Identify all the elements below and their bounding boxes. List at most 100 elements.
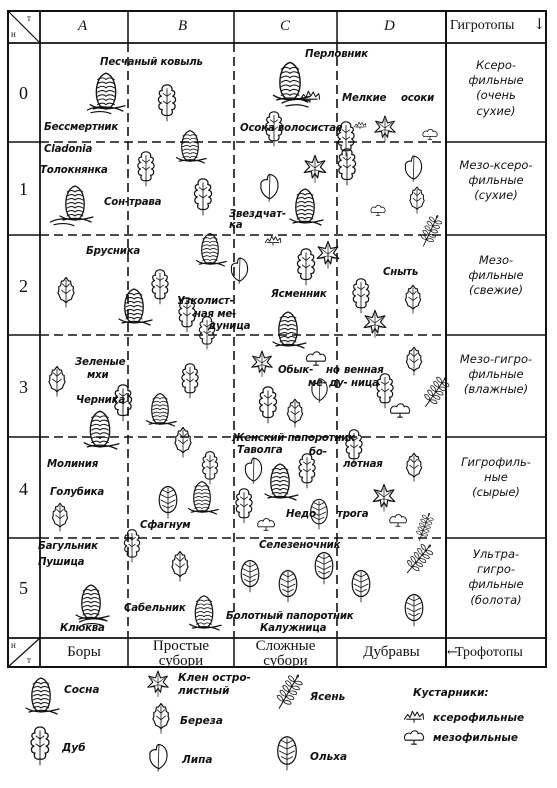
species-label: Обык- — [278, 365, 314, 376]
species-label: ду- — [329, 378, 348, 389]
legend-label-oak: Дуб — [62, 742, 86, 754]
pine-symbol — [175, 130, 207, 164]
hygrotope-2: Мезо- фильные (свежие) — [468, 253, 524, 298]
oak-symbol — [345, 429, 363, 465]
ash-symbol — [420, 215, 443, 247]
oak-symbol — [178, 297, 196, 333]
oak-symbol — [123, 529, 141, 563]
oak-symbol — [296, 248, 316, 286]
legend-label-linden: Липа — [182, 754, 213, 766]
species-label: Cladonia — [44, 144, 93, 155]
corner-header-n: н — [11, 29, 16, 39]
alder-symbol — [158, 485, 178, 519]
species-label: Зеленые — [75, 357, 126, 368]
ash-symbol — [424, 376, 450, 408]
pine-symbol — [83, 410, 120, 450]
ash-symbol — [416, 513, 434, 541]
oak-symbol — [157, 84, 177, 122]
trophotope-a: Боры — [67, 644, 101, 660]
oak-symbol — [30, 726, 50, 766]
alder-symbol — [240, 559, 260, 593]
maple-symbol — [363, 309, 387, 338]
linden-symbol — [149, 743, 168, 772]
oak-symbol — [298, 453, 316, 489]
alder-symbol — [404, 593, 424, 627]
oak-symbol — [193, 178, 213, 216]
species-label: венная — [344, 365, 384, 376]
column-header-d: D — [384, 18, 395, 34]
maple-symbol — [303, 154, 327, 183]
grass-symbol — [86, 106, 114, 115]
species-label: бо- — [309, 447, 327, 458]
birch-symbol — [404, 284, 422, 314]
pine-symbol — [195, 233, 227, 267]
species-label: Брусника — [86, 246, 141, 257]
pine-symbol — [75, 584, 110, 622]
xero-shrub-symbol — [264, 235, 282, 246]
hygrotope-column-title: Гигротопы — [450, 18, 515, 33]
legend-label-shrubs: Кустарники: — [413, 687, 489, 699]
maple-symbol — [372, 483, 396, 512]
birch-symbol — [405, 346, 423, 376]
species-label: Болотный папоротник — [226, 611, 354, 622]
row-number-2: 2 — [19, 276, 28, 296]
species-label: Ясменник — [271, 289, 327, 300]
alder-symbol — [310, 498, 328, 530]
linden-symbol — [260, 173, 279, 202]
species-label: Песчаный ковыль — [100, 57, 203, 68]
column-header-c: C — [280, 18, 291, 34]
grass-symbol — [49, 218, 77, 227]
linden-symbol — [230, 257, 249, 284]
oak-symbol — [235, 488, 253, 524]
birch-symbol — [409, 186, 425, 214]
alder-symbol — [277, 736, 297, 771]
species-label: Узколист- — [177, 296, 234, 307]
species-label: трога — [337, 509, 369, 520]
oak-symbol — [376, 373, 394, 409]
pine-symbol — [187, 481, 219, 515]
species-label: но — [326, 365, 340, 376]
oak-symbol — [265, 111, 283, 147]
pine-symbol — [25, 677, 60, 715]
maple-symbol — [147, 670, 169, 697]
maple-symbol — [251, 350, 273, 377]
row-number-3: 3 — [19, 377, 28, 397]
species-label: Селезеночник — [259, 540, 341, 551]
species-label: Сныть — [383, 267, 419, 278]
oak-symbol — [151, 269, 169, 305]
species-label: ница — [351, 378, 379, 389]
legend-label-pine: Сосна — [64, 684, 100, 696]
column-header-b: B — [178, 18, 188, 34]
oak-symbol — [337, 121, 355, 157]
pine-symbol — [264, 463, 299, 501]
species-label: дуница — [208, 321, 251, 332]
species-label: Перловник — [305, 49, 368, 60]
ash-symbol — [406, 544, 433, 574]
species-label: Голубика — [50, 487, 105, 498]
pine-symbol — [189, 595, 222, 631]
pine-symbol — [118, 288, 153, 326]
alder-symbol — [314, 551, 334, 585]
hygrotope-0: Ксеро- фильные (очень сухие) — [468, 58, 524, 118]
meso-shrub-symbol — [390, 403, 411, 418]
pine-symbol — [145, 393, 177, 427]
alder-symbol — [351, 569, 371, 603]
species-label: Сон-трава — [104, 197, 162, 208]
maple-symbol — [374, 115, 396, 142]
row-number-4: 4 — [19, 479, 28, 499]
birch-symbol — [152, 702, 170, 734]
oak-symbol — [137, 151, 155, 187]
oak-symbol — [198, 316, 216, 350]
alder-symbol — [278, 569, 298, 603]
species-label: Калужница — [260, 623, 327, 634]
birch-symbol — [48, 365, 66, 397]
row-number-1: 1 — [19, 179, 28, 199]
corner-footer-t: т — [27, 655, 31, 665]
species-label: Женский папоротник — [232, 433, 355, 444]
left-arrow-icon: ← — [447, 645, 458, 660]
maple-symbol — [316, 240, 340, 269]
trophotope-c: Сложные субори — [255, 638, 316, 669]
birch-symbol — [51, 502, 69, 532]
